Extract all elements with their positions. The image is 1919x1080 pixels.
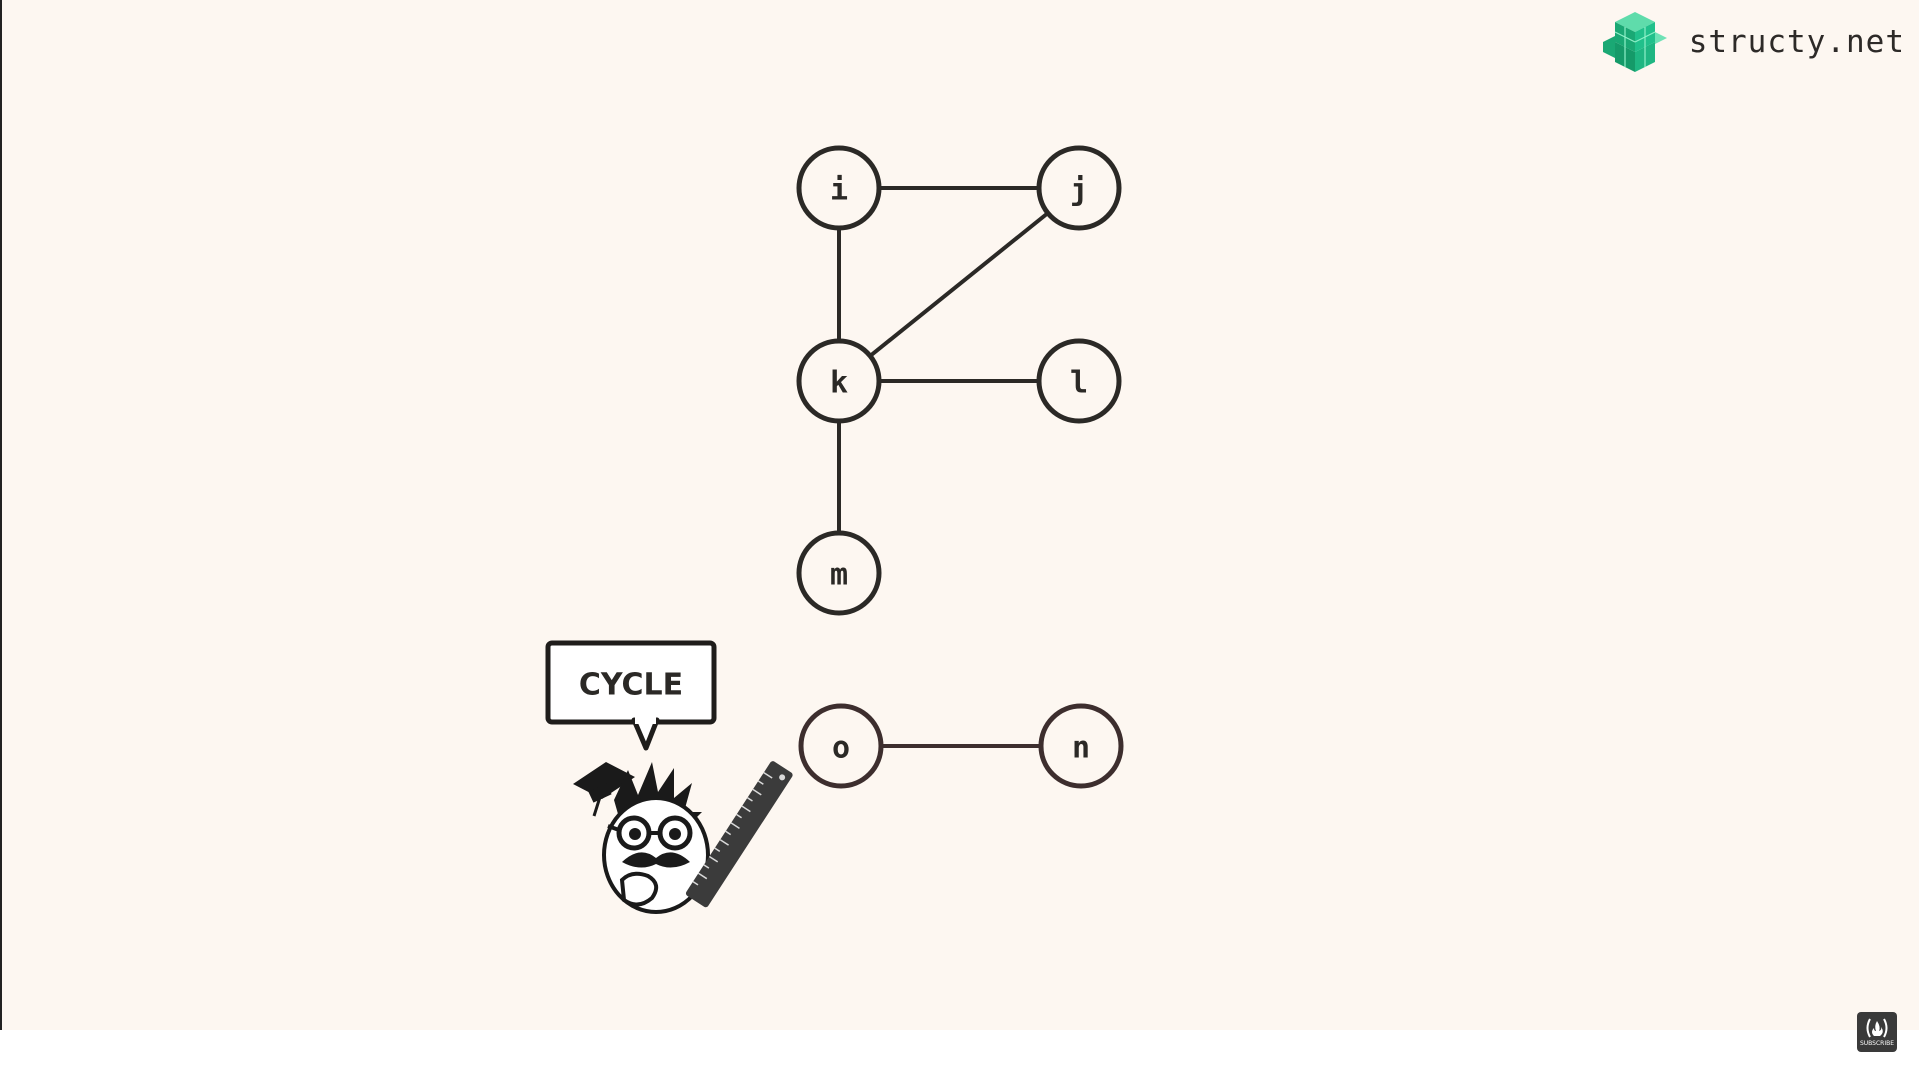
- slide-canvas: structy.net i j k l m o n CYCLE: [0, 0, 1919, 1030]
- graph-node-n: n: [1038, 703, 1124, 789]
- graph-node-l: l: [1036, 338, 1122, 424]
- graph-node-k: k: [796, 338, 882, 424]
- freecodecamp-icon: [1866, 1018, 1888, 1038]
- speech-bubble: CYCLE: [545, 640, 717, 751]
- node-circle: [796, 145, 882, 231]
- node-circle: [796, 338, 882, 424]
- professor-mascot-icon: [573, 761, 793, 914]
- graph-node-i: i: [796, 145, 882, 231]
- node-label: m: [830, 558, 848, 593]
- node-circle: [1036, 338, 1122, 424]
- graph-node-j: j: [1036, 145, 1122, 231]
- structy-logo-icon: [1602, 12, 1667, 72]
- graph-node-m: m: [796, 530, 882, 616]
- brand[interactable]: structy.net: [1599, 8, 1905, 76]
- node-label: n: [1072, 731, 1090, 766]
- node-label: j: [1070, 173, 1088, 208]
- graph-node-o: o: [798, 703, 884, 789]
- node-circle: [1038, 703, 1124, 789]
- node-label: o: [832, 731, 850, 766]
- node-label: k: [830, 366, 848, 401]
- node-label: i: [830, 173, 848, 208]
- edges-layer: [837, 186, 1081, 748]
- bottom-strip: [0, 1030, 1919, 1080]
- subscribe-badge[interactable]: SUBSCRIBE: [1857, 1012, 1897, 1052]
- nodes-layer: i j k l m o n: [796, 145, 1124, 789]
- subscribe-label: SUBSCRIBE: [1859, 1040, 1895, 1047]
- node-circle: [1036, 145, 1122, 231]
- node-circle: [798, 703, 884, 789]
- brand-name: structy.net: [1688, 24, 1905, 60]
- speech-bubble-text: CYCLE: [579, 668, 683, 703]
- node-label: l: [1070, 366, 1088, 401]
- node-circle: [796, 530, 882, 616]
- edge-j-k: [837, 186, 1081, 383]
- graph-diagram: i j k l m o n CYCLE: [545, 145, 1124, 914]
